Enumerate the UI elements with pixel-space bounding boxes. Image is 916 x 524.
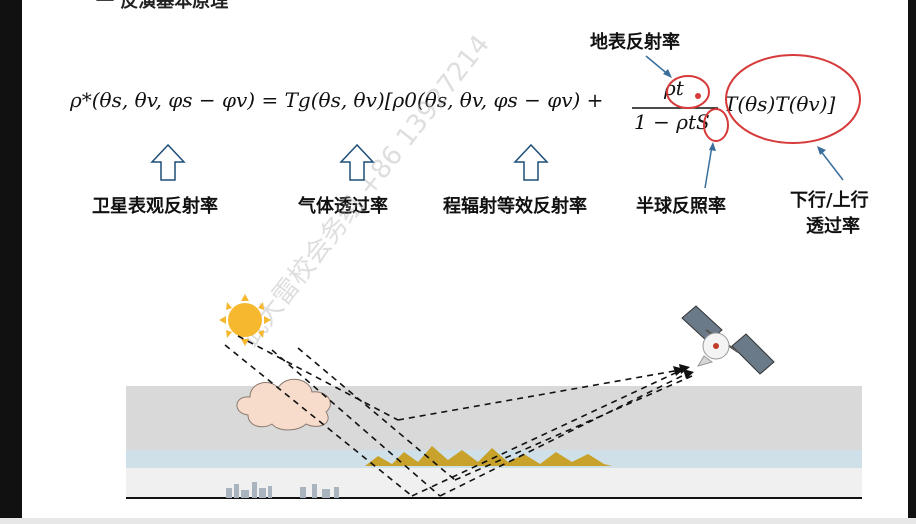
label-path-radiance-reflectance: 程辐射等效反射率 [443,196,587,217]
vegetation-strip [365,446,612,466]
atmosphere-band [126,386,862,450]
left-frame-bar [0,0,22,524]
highlight-circle-s [703,108,729,142]
cloud-icon [236,378,331,431]
bottom-frame-bar [0,518,916,524]
pointer-line-transmittance [819,149,844,181]
formula-numerator: ρt [664,76,684,100]
right-frame-bar [908,0,916,524]
label-satellite-apparent-reflectance: 卫星表观反射率 [92,196,218,217]
pointer-head-albedo [709,142,716,151]
highlight-circle-transmittance [725,54,861,144]
up-arrow-icon [150,143,186,181]
label-gas-transmittance: 气体透过率 [298,196,388,217]
slide-title: 一 反演基本原理 [96,0,229,12]
ray-arrowheads [673,364,694,379]
highlight-dot [695,93,701,99]
satellite-icon [681,305,775,375]
radiation-paths [224,335,693,497]
highlight-circle-rho-t [666,75,710,109]
formula-transmittance: T(θs)T(θv)] [724,92,836,116]
up-arrow-icon [513,143,549,181]
city-skyline [226,482,339,498]
pointer-head-transmittance [817,146,826,155]
label-down-up-line2: 透过率 [806,216,860,237]
pointer-head-surface [663,69,672,78]
up-arrow-icon [339,143,375,181]
label-surface-reflectance: 地表反射率 [590,32,680,53]
formula-lhs: ρ*(θs, θv, φs − φv) = Tg(θs, θv)[ρ0(θs, … [70,88,604,112]
label-down-up-line1: 下行/上行 [790,190,869,211]
pointer-line-albedo [704,145,713,189]
label-hemispheric-albedo: 半球反照率 [636,196,726,217]
sun-icon [219,294,271,346]
formula-denominator: 1 − ρtS [634,110,710,134]
